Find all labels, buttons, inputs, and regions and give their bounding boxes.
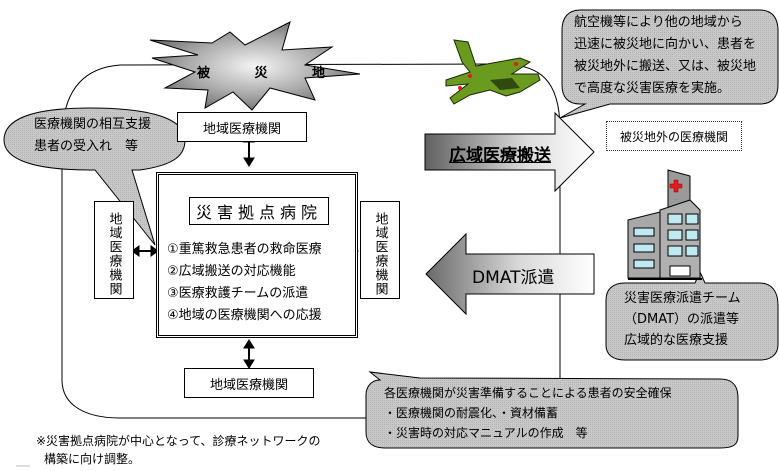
footnote-line: ※災害拠点病院が中心となって、診療ネットワークの xyxy=(36,434,321,448)
hub-function-item: ④地域の医療機関への応援 xyxy=(167,308,322,323)
dmat-dispatch-arrow-shape xyxy=(425,232,595,316)
callout-line: 災害医療派遣チーム xyxy=(624,291,741,306)
local-institution-left-label: 地域医療機関 xyxy=(106,212,122,296)
disaster-base-hospital: 災害拠点病院 ①重篤救急患者の救命医療 ②広域搬送の対応機能 ③医療救護チームの… xyxy=(156,172,358,338)
callout-line: ・医療機関の耐震化、・資材備蓄 xyxy=(384,406,559,420)
disaster-area-frame xyxy=(61,63,561,419)
air-transport-callout: 航空機等により他の地域から 迅速に被災地に向かい、患者を 被災地外に搬送、又は、… xyxy=(574,12,756,100)
callout-line: 患者の受入れ 等 xyxy=(34,139,139,154)
callout-line: 広域的な医療支援 xyxy=(624,333,729,348)
hub-functions-list: ①重篤救急患者の救命医療 ②広域搬送の対応機能 ③医療救護チームの派遣 ④地域の… xyxy=(167,239,322,327)
mutual-support-callout: 医療機関の相互支援 患者の受入れ 等 xyxy=(34,114,151,158)
callout-line: ・災害時の対応マニュアルの作成 等 xyxy=(384,426,588,440)
outside-medical-institution: 被災地外の医療機関 xyxy=(606,121,742,151)
footnote-line: 構築に向け調整。 xyxy=(44,452,141,466)
local-institution-top: 地域医療機関 xyxy=(177,112,307,142)
callout-line: 航空機等により他の地域から xyxy=(574,15,743,30)
local-institution-left: 地域医療機関 xyxy=(94,201,134,299)
red-cross-icon xyxy=(669,179,683,193)
air-transport-callout-shape xyxy=(559,9,779,119)
preparedness-callout: 各医療機関が災害準備することによる患者の安全確保 ・医療機関の耐震化、・資材備蓄… xyxy=(384,383,672,443)
dmat-callout-shape xyxy=(605,270,779,361)
dmat-callout: 災害医療派遣チーム （DMAT）の派遣等 広域的な医療支援 xyxy=(624,288,741,351)
hub-function-item: ③医療救護チームの派遣 xyxy=(167,286,309,301)
disaster-burst-shape xyxy=(149,21,361,111)
callout-line: （DMAT）の派遣等 xyxy=(624,312,740,327)
callout-line: 迅速に被災地に向かい、患者を xyxy=(574,37,757,52)
wide-area-transport-arrow-shape xyxy=(424,111,595,193)
hub-title: 災害拠点病院 xyxy=(189,197,329,225)
hub-function-item: ①重篤救急患者の救命医療 xyxy=(167,242,322,257)
preparedness-callout-shape xyxy=(365,371,739,449)
callout-line: 医療機関の相互支援 xyxy=(34,117,152,132)
footnote: ※災害拠点病院が中心となって、診療ネットワークの 構築に向け調整。 xyxy=(36,432,321,468)
airplane-icon xyxy=(445,39,541,105)
hospital-building-icon xyxy=(627,169,702,280)
local-institution-bottom: 地域医療機関 xyxy=(184,368,314,398)
dmat-dispatch-label: DMAT派遣 xyxy=(472,268,555,288)
local-institution-right-label: 地域医療機関 xyxy=(372,212,388,296)
callout-line: 被災地外に搬送、又は、被災地 xyxy=(574,59,757,74)
hub-function-item: ②広域搬送の対応機能 xyxy=(167,264,296,279)
callout-line: 各医療機関が災害準備することによる患者の安全確保 xyxy=(384,386,672,400)
local-institution-right: 地域医療機関 xyxy=(360,201,400,299)
disaster-zone-label: 被 災 地 xyxy=(197,66,346,81)
callout-line: で高度な災害医療を実施。 xyxy=(574,81,731,96)
wide-area-transport-label: 広域医療搬送 xyxy=(449,146,551,166)
